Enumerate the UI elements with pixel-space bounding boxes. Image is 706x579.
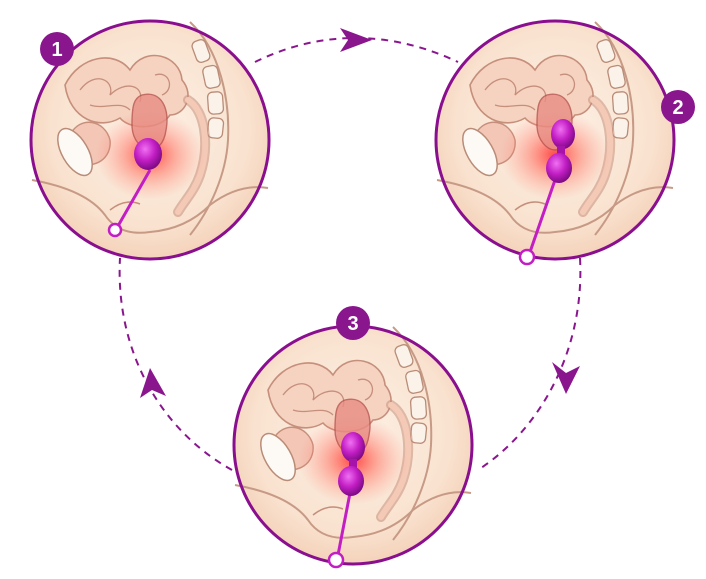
step-1-number: 1 — [51, 39, 62, 61]
kegel-ball-icon — [107, 138, 162, 238]
step-2-illustration — [436, 21, 674, 266]
kegel-ball-icon — [327, 432, 365, 569]
step-3-illustration — [234, 326, 472, 569]
arrow-path-3-to-1 — [118, 257, 233, 471]
step-3-badge: 3 — [336, 306, 370, 340]
arrowhead-down-icon — [552, 362, 580, 394]
step-3-number: 3 — [347, 313, 358, 335]
kegel-ball-icon — [518, 119, 575, 266]
arrow-path-2-to-3 — [477, 257, 582, 471]
step-2-badge: 2 — [661, 90, 695, 124]
step-1-illustration — [31, 21, 269, 259]
step-1-badge: 1 — [40, 32, 74, 66]
step-2-number: 2 — [672, 97, 683, 119]
arrowhead-up-icon — [140, 368, 166, 398]
arrowhead-right-icon — [340, 28, 372, 52]
